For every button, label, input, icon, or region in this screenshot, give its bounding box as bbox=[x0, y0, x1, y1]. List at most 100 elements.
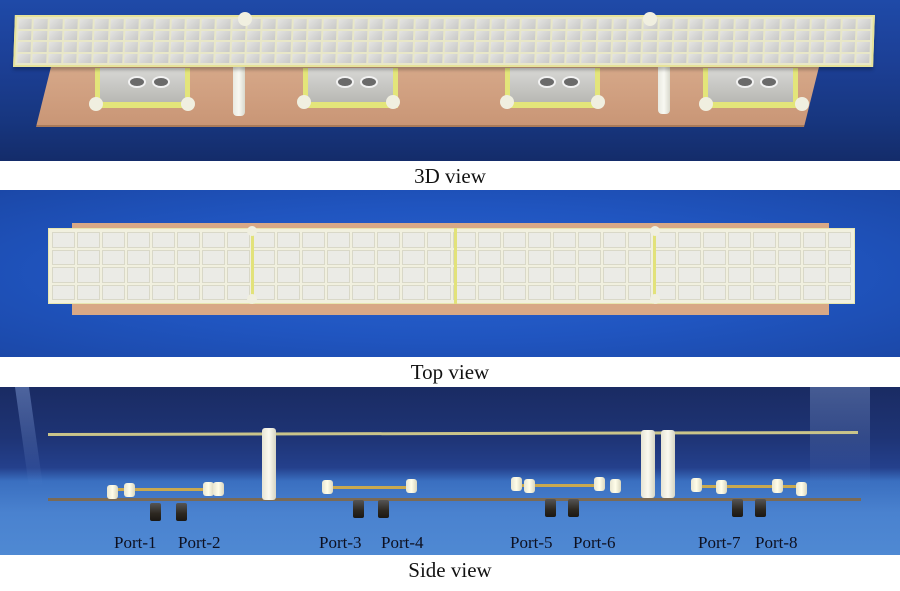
patch-element bbox=[857, 19, 871, 29]
patch-element bbox=[552, 232, 576, 248]
patch-element bbox=[582, 19, 597, 29]
patch-element bbox=[154, 53, 169, 63]
patch-element bbox=[78, 42, 93, 52]
patch-element bbox=[795, 30, 810, 40]
port-label-8: Port-8 bbox=[755, 533, 798, 552]
patch-element bbox=[377, 249, 401, 265]
feed-board-edge bbox=[695, 485, 805, 488]
standoff bbox=[89, 97, 103, 111]
patch-element bbox=[94, 30, 108, 40]
patch-element bbox=[93, 42, 108, 52]
patch-element bbox=[52, 249, 76, 265]
patch-element bbox=[170, 19, 185, 29]
patch-element bbox=[77, 284, 101, 300]
patch-element bbox=[261, 42, 276, 52]
patch-element bbox=[352, 53, 367, 63]
patch-element bbox=[201, 30, 215, 40]
patch-element bbox=[414, 42, 428, 52]
patch-element bbox=[79, 19, 94, 29]
patch-element bbox=[277, 232, 301, 248]
standoff bbox=[297, 95, 311, 109]
patch-element bbox=[642, 42, 657, 52]
support-strip bbox=[653, 228, 656, 304]
post-cap bbox=[643, 12, 657, 26]
standoff bbox=[107, 485, 118, 499]
patch-element bbox=[140, 30, 154, 40]
patch-element bbox=[338, 19, 353, 29]
patch-element bbox=[186, 19, 200, 29]
patch-element bbox=[353, 30, 368, 40]
patch-element bbox=[764, 42, 779, 52]
patch-element bbox=[152, 249, 176, 265]
patch-element bbox=[627, 249, 651, 265]
patch-element bbox=[566, 42, 581, 52]
patch-element bbox=[702, 284, 726, 300]
standoff bbox=[591, 95, 605, 109]
patch-element bbox=[777, 249, 801, 265]
feed-board-edge bbox=[118, 488, 210, 491]
patch-element bbox=[337, 53, 352, 63]
patch-element bbox=[719, 19, 734, 29]
patch-element bbox=[444, 53, 458, 63]
patch-element bbox=[520, 42, 535, 52]
patch-element bbox=[127, 284, 151, 300]
sma-connector-port-5 bbox=[545, 499, 556, 517]
patch-element bbox=[475, 30, 490, 40]
patch-element bbox=[527, 267, 551, 283]
patch-element bbox=[727, 249, 751, 265]
patch-element bbox=[658, 42, 672, 52]
patch-element bbox=[377, 267, 401, 283]
patch-element bbox=[127, 267, 151, 283]
post-cap bbox=[247, 226, 257, 236]
port-label-2: Port-2 bbox=[178, 533, 221, 552]
port-label-7: Port-7 bbox=[698, 533, 741, 552]
patch-element bbox=[307, 42, 321, 52]
patch-element bbox=[810, 42, 825, 52]
patch-element bbox=[802, 232, 826, 248]
patch-element bbox=[52, 267, 76, 283]
patch-element bbox=[307, 30, 322, 40]
patch-element bbox=[627, 53, 641, 63]
patch-element bbox=[752, 267, 776, 283]
patch-element bbox=[127, 249, 151, 265]
patch-element bbox=[369, 19, 383, 29]
patch-element bbox=[825, 42, 840, 52]
patch-element bbox=[581, 53, 596, 63]
patch-element bbox=[704, 19, 719, 29]
patch-element bbox=[596, 53, 611, 63]
photo-3d-view bbox=[0, 0, 900, 161]
patch-element bbox=[154, 42, 169, 52]
patch-element bbox=[505, 53, 519, 63]
patch-element bbox=[460, 19, 475, 29]
sma-connector-port-8 bbox=[755, 499, 766, 517]
standoff bbox=[511, 477, 522, 491]
patch-element bbox=[551, 42, 565, 52]
patch-element bbox=[506, 30, 520, 40]
patch-element bbox=[429, 42, 443, 52]
patch-element bbox=[17, 53, 31, 63]
patch-element bbox=[402, 232, 426, 248]
patch-element bbox=[152, 232, 176, 248]
patch-element bbox=[827, 284, 851, 300]
patch-element bbox=[752, 249, 776, 265]
patch-element bbox=[47, 53, 62, 63]
standoff bbox=[772, 479, 783, 493]
patch-element bbox=[550, 53, 565, 63]
patch-element bbox=[202, 249, 226, 265]
patch-element bbox=[794, 53, 809, 63]
patch-element bbox=[52, 284, 76, 300]
patch-element bbox=[202, 232, 226, 248]
patch-element bbox=[657, 53, 672, 63]
patch-element bbox=[322, 42, 337, 52]
patch-element bbox=[780, 42, 794, 52]
standoff bbox=[406, 479, 417, 493]
sma-connector-port-1 bbox=[150, 503, 161, 521]
patch-element bbox=[459, 42, 474, 52]
patch-element bbox=[856, 42, 870, 52]
patch-element bbox=[703, 42, 718, 52]
support-post bbox=[661, 430, 675, 498]
patch-element bbox=[552, 249, 576, 265]
patch-element bbox=[777, 232, 801, 248]
patch-element bbox=[536, 19, 551, 29]
patch-element bbox=[527, 232, 551, 248]
